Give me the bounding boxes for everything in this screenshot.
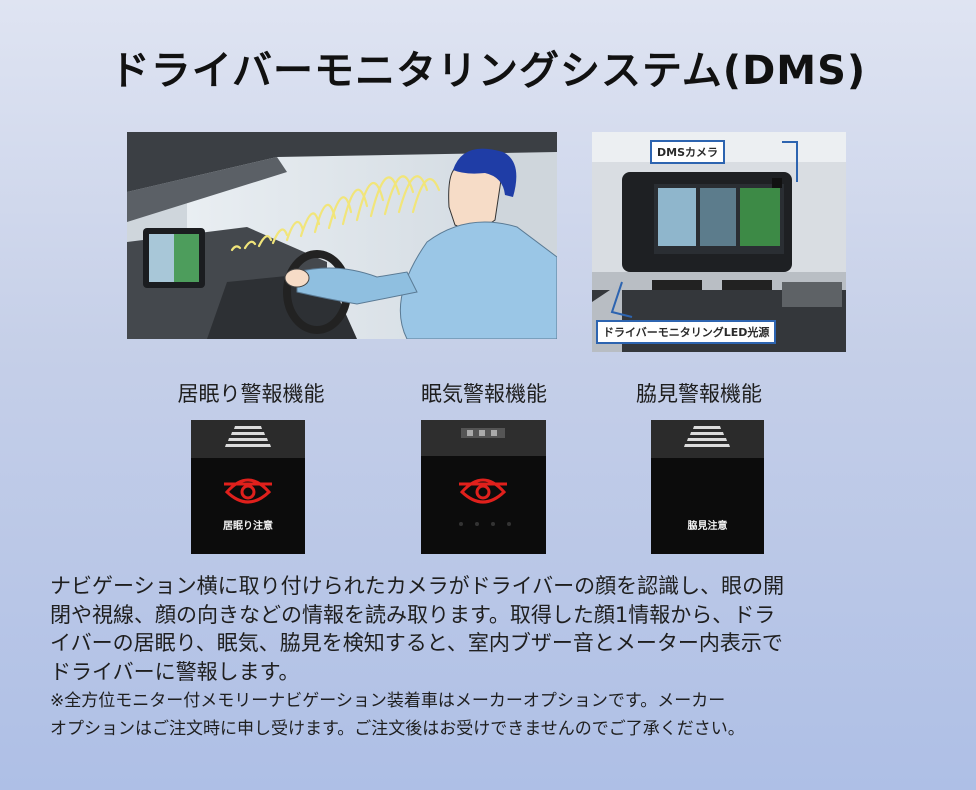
panel-warning-text: 脇見注意 bbox=[687, 521, 728, 532]
lane-stripes-icon bbox=[225, 426, 271, 447]
meter-panel-drowsiness bbox=[421, 420, 546, 554]
function-label-drowsiness: 眠気警報機能 bbox=[421, 382, 547, 406]
description-line: イバーの居眠り、眠気、脇見を検知すると、室内ブザー音とメーター内表示で bbox=[50, 631, 783, 655]
description-line: ドライバーに警報します。 bbox=[50, 659, 300, 684]
dms-camera-lens bbox=[772, 178, 782, 188]
meter-panel-inattention: 脇見注意 bbox=[651, 420, 764, 554]
panel-warning-text: 居眠り注意 bbox=[223, 521, 273, 532]
function-label-dozing: 居眠り警報機能 bbox=[177, 382, 325, 406]
option-note: ※全方位モニター付メモリーナビゲーション装着車はメーカーオプションです。メーカー… bbox=[50, 687, 930, 743]
page-title: ドライバーモニタリングシステム(DMS) bbox=[109, 48, 867, 94]
description-line: ナビゲーション横に取り付けられたカメラがドライバーの顔を認識し、眼の開 bbox=[50, 574, 785, 598]
eye-warning-icon bbox=[459, 478, 507, 504]
eye-warning-icon bbox=[224, 478, 272, 504]
driver-monitoring-photo bbox=[127, 132, 557, 339]
dms-camera-callout: DMSカメラ bbox=[650, 140, 725, 164]
note-line: ※全方位モニター付メモリーナビゲーション装着車はメーカーオプションです。メーカー bbox=[50, 691, 726, 711]
description-text: ナビゲーション横に取り付けられたカメラがドライバーの顔を認識し、眼の開 閉や視線… bbox=[50, 572, 930, 686]
lane-stripes-icon bbox=[684, 426, 730, 447]
sensor-beam bbox=[230, 175, 441, 252]
led-light-callout: ドライバーモニタリングLED光源 bbox=[596, 320, 777, 344]
meter-panel-dozing: 居眠り注意 bbox=[191, 420, 305, 554]
dms-camera-photo: DMSカメラ ドライバーモニタリングLED光源 bbox=[592, 132, 846, 352]
function-label-inattention: 脇見警報機能 bbox=[636, 382, 762, 406]
description-line: 閉や視線、顔の向きなどの情報を読み取ります。取得した顔1情報から、ドラ bbox=[50, 602, 776, 627]
note-line: オプションはご注文時に申し受けます。ご注文後はお受けできませんのでご了承ください… bbox=[50, 719, 745, 739]
